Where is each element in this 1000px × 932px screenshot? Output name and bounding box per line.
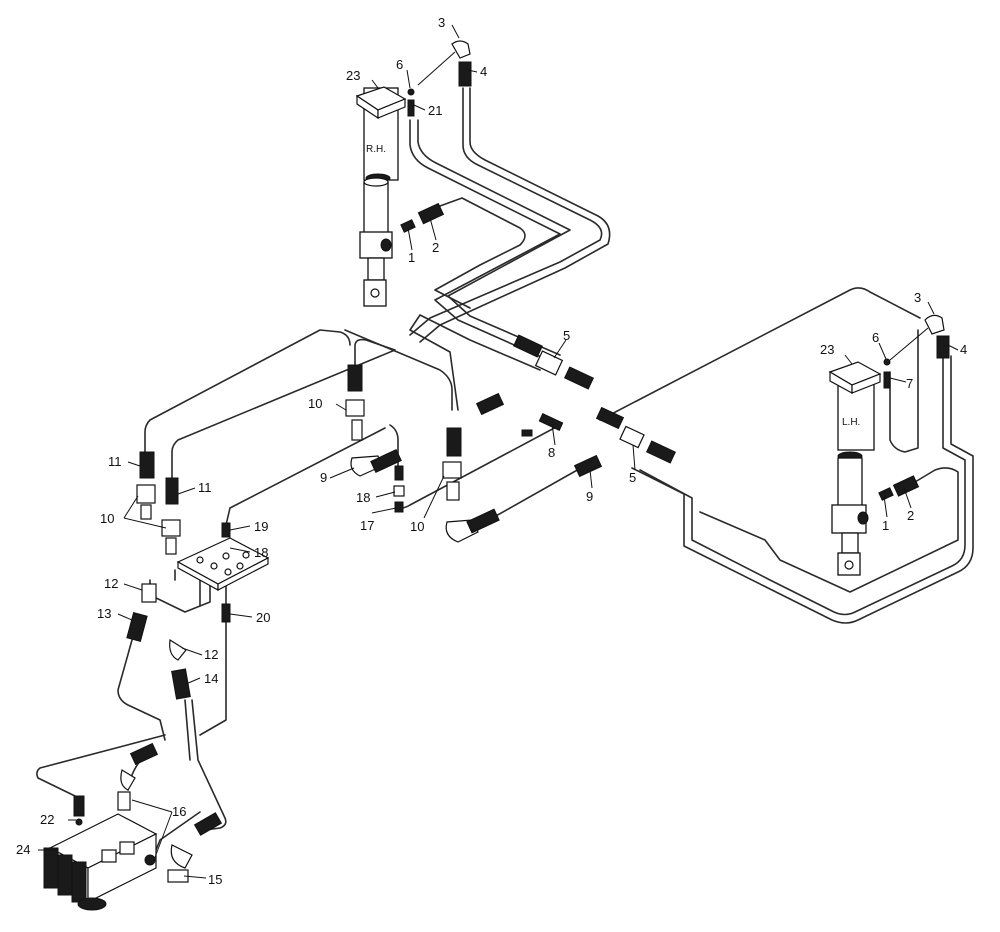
hose-line	[225, 427, 386, 526]
callout-11: 11	[108, 454, 122, 469]
tee-fitting	[534, 350, 564, 376]
hose-line	[149, 579, 211, 613]
hose-line	[699, 467, 959, 593]
elbow-fitting	[451, 40, 471, 59]
callout-2: 2	[432, 240, 439, 255]
hose-end-fitting	[458, 61, 472, 87]
hose-end-fitting	[936, 335, 950, 359]
callout-8: 8	[548, 445, 555, 460]
hose-line	[184, 699, 191, 761]
hose-end-fitting	[475, 392, 505, 416]
callout-23: 23	[820, 342, 834, 357]
callout-23: 23	[346, 68, 360, 83]
hose-line	[639, 355, 966, 616]
callout-12: 12	[204, 647, 218, 662]
callout-16: 16	[172, 804, 186, 819]
cylinder-rh: R.H.	[355, 86, 407, 307]
callout-21: 21	[428, 103, 442, 118]
callout-5: 5	[629, 470, 636, 485]
hose-lines	[36, 87, 974, 861]
fittings	[73, 40, 950, 883]
callout-5: 5	[563, 328, 570, 343]
callout-4: 4	[960, 342, 967, 357]
callout-2: 2	[907, 508, 914, 523]
callout-3: 3	[438, 15, 445, 30]
hose-line	[631, 355, 974, 624]
callout-labels: 3 4 6 23 21 1 2 3 4 6 23 7 1 2 5 5 8 9 9…	[16, 15, 967, 887]
elbow-fitting	[924, 314, 945, 335]
cylinder-label-rh: R.H.	[366, 144, 386, 155]
callout-22: 22	[40, 812, 54, 827]
callout-7: 7	[906, 376, 913, 391]
hose-line	[117, 639, 166, 741]
adapter-fitting	[141, 583, 157, 603]
callout-9: 9	[320, 470, 327, 485]
callout-1: 1	[408, 250, 415, 265]
hose-end-fitting	[139, 451, 155, 479]
adapter-fitting	[345, 399, 365, 417]
callout-12: 12	[104, 576, 118, 591]
callout-18: 18	[254, 545, 268, 560]
tee-fitting	[619, 425, 645, 449]
leader-lines	[38, 24, 959, 879]
callout-17: 17	[360, 518, 374, 533]
hose-line	[417, 119, 571, 356]
callout-3: 3	[914, 290, 921, 305]
callout-13: 13	[97, 606, 111, 621]
hose-line	[389, 424, 399, 471]
hose-line	[889, 329, 919, 453]
hose-line	[599, 287, 921, 421]
callout-10: 10	[410, 519, 424, 534]
callout-6: 6	[872, 330, 879, 345]
callout-10: 10	[308, 396, 322, 411]
hose-line	[434, 197, 526, 309]
callout-9: 9	[586, 489, 593, 504]
callout-14: 14	[204, 671, 218, 686]
hose-line	[397, 424, 561, 509]
callout-20: 20	[256, 610, 270, 625]
callout-24: 24	[16, 842, 30, 857]
callout-10: 10	[100, 511, 114, 526]
cylinder-label-lh: L.H.	[842, 417, 860, 428]
callout-6: 6	[396, 57, 403, 72]
hose-end-fitting	[347, 364, 363, 392]
hose-line	[144, 329, 351, 461]
callout-11: 11	[198, 480, 212, 495]
hose-line	[409, 87, 603, 336]
hose-line	[409, 119, 561, 361]
hose-line	[344, 329, 453, 411]
cylinder-lh: L.H.	[828, 361, 882, 576]
manifold-plate	[176, 537, 270, 592]
hose-line	[409, 314, 541, 411]
hose-line	[171, 338, 396, 486]
callout-15: 15	[208, 872, 222, 887]
hose-line	[36, 734, 166, 797]
callout-19: 19	[254, 519, 268, 534]
callout-4: 4	[480, 64, 487, 79]
control-valve	[43, 813, 158, 911]
hose-line	[191, 699, 227, 831]
callout-1: 1	[882, 518, 889, 533]
hose-line	[199, 584, 227, 736]
hose-line	[419, 87, 611, 343]
callout-18: 18	[356, 490, 370, 505]
